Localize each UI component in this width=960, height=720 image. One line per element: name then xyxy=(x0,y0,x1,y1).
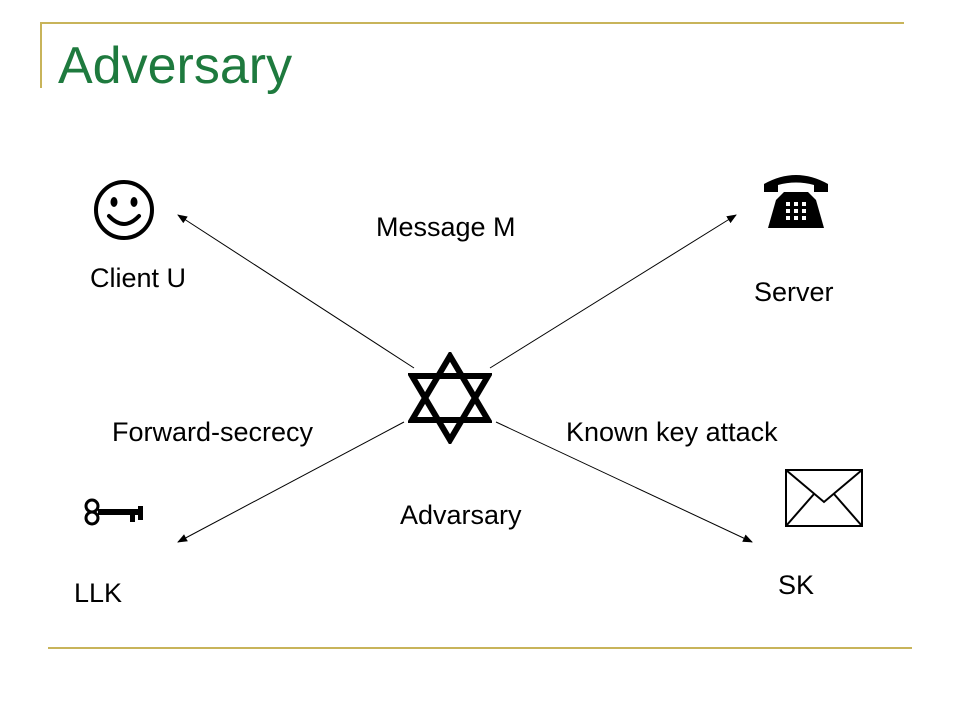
top-rule xyxy=(40,22,904,24)
bottom-rule xyxy=(48,647,912,649)
center-label-advarsary: Advarsary xyxy=(400,500,522,530)
telephone-icon xyxy=(764,175,828,228)
star-of-david-icon xyxy=(408,352,492,444)
smiley-face-icon xyxy=(94,180,154,240)
edge-label-forward-secrecy: Forward-secrecy xyxy=(112,417,314,447)
arrow-to-client xyxy=(177,214,415,369)
left-rule xyxy=(40,22,42,88)
edge-label-message: Message M xyxy=(376,212,516,242)
key-icon xyxy=(84,498,143,526)
arrow-to-server xyxy=(489,214,737,369)
node-label-server: Server xyxy=(754,277,834,307)
node-label-client: Client U xyxy=(90,263,187,293)
slide-title: Adversary xyxy=(58,37,293,95)
envelope-icon xyxy=(785,469,863,527)
arrow-to-sk xyxy=(495,421,753,543)
node-label-sk: SK xyxy=(778,570,815,600)
node-label-llk: LLK xyxy=(74,578,123,608)
arrow-to-llk xyxy=(177,421,405,543)
edge-label-known-key-attack: Known key attack xyxy=(566,417,778,447)
